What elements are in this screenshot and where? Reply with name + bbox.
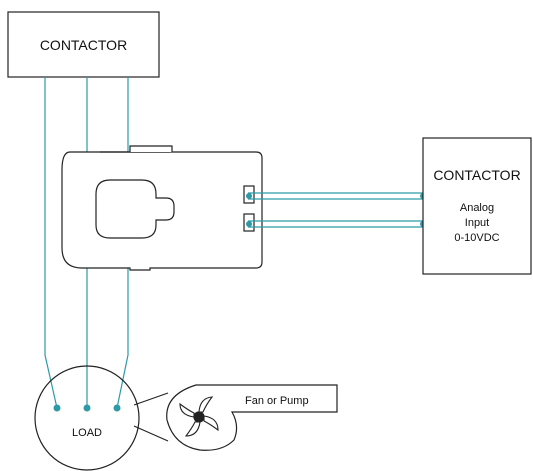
load-label: LOAD <box>72 427 102 439</box>
terminal-dot-left-1 <box>246 193 252 199</box>
terminal-dot-left-2 <box>246 221 252 227</box>
current-transformer <box>61 145 263 271</box>
signal-wires <box>248 192 423 228</box>
fan-housing <box>166 384 338 451</box>
load-circle <box>34 365 140 471</box>
contactor-top: CONTACTOR <box>7 11 160 78</box>
load: LOAD <box>34 365 140 471</box>
analog-input-line-1: Analog <box>460 202 494 214</box>
load-terminal-3 <box>113 404 121 412</box>
fan-blades <box>179 396 219 437</box>
load-terminal-2 <box>83 404 91 412</box>
load-fan-links <box>133 392 169 442</box>
fan-hub <box>193 411 205 423</box>
analog-input-line-2: Input <box>465 217 489 229</box>
fan-label: Fan or Pump <box>245 395 309 407</box>
contactor-right-label: CONTACTOR <box>433 167 520 183</box>
fan-pump <box>166 384 338 451</box>
ct-hinge <box>129 145 173 152</box>
load-fan-link-2 <box>133 425 169 442</box>
signal-dots <box>246 193 426 227</box>
phase-wire-1 <box>44 77 58 409</box>
contactor-top-box <box>7 11 160 78</box>
load-terminal-1 <box>53 404 61 412</box>
contactor-right-box <box>422 137 532 275</box>
ct-core-window <box>95 179 175 239</box>
load-fan-link-1 <box>133 392 169 406</box>
contactor-right: CONTACTOR Analog Input 0-10VDC <box>422 137 532 275</box>
analog-input-line-3: 0-10VDC <box>454 232 499 244</box>
contactor-top-label: CONTACTOR <box>40 37 127 53</box>
load-terminal-dots <box>53 404 121 412</box>
